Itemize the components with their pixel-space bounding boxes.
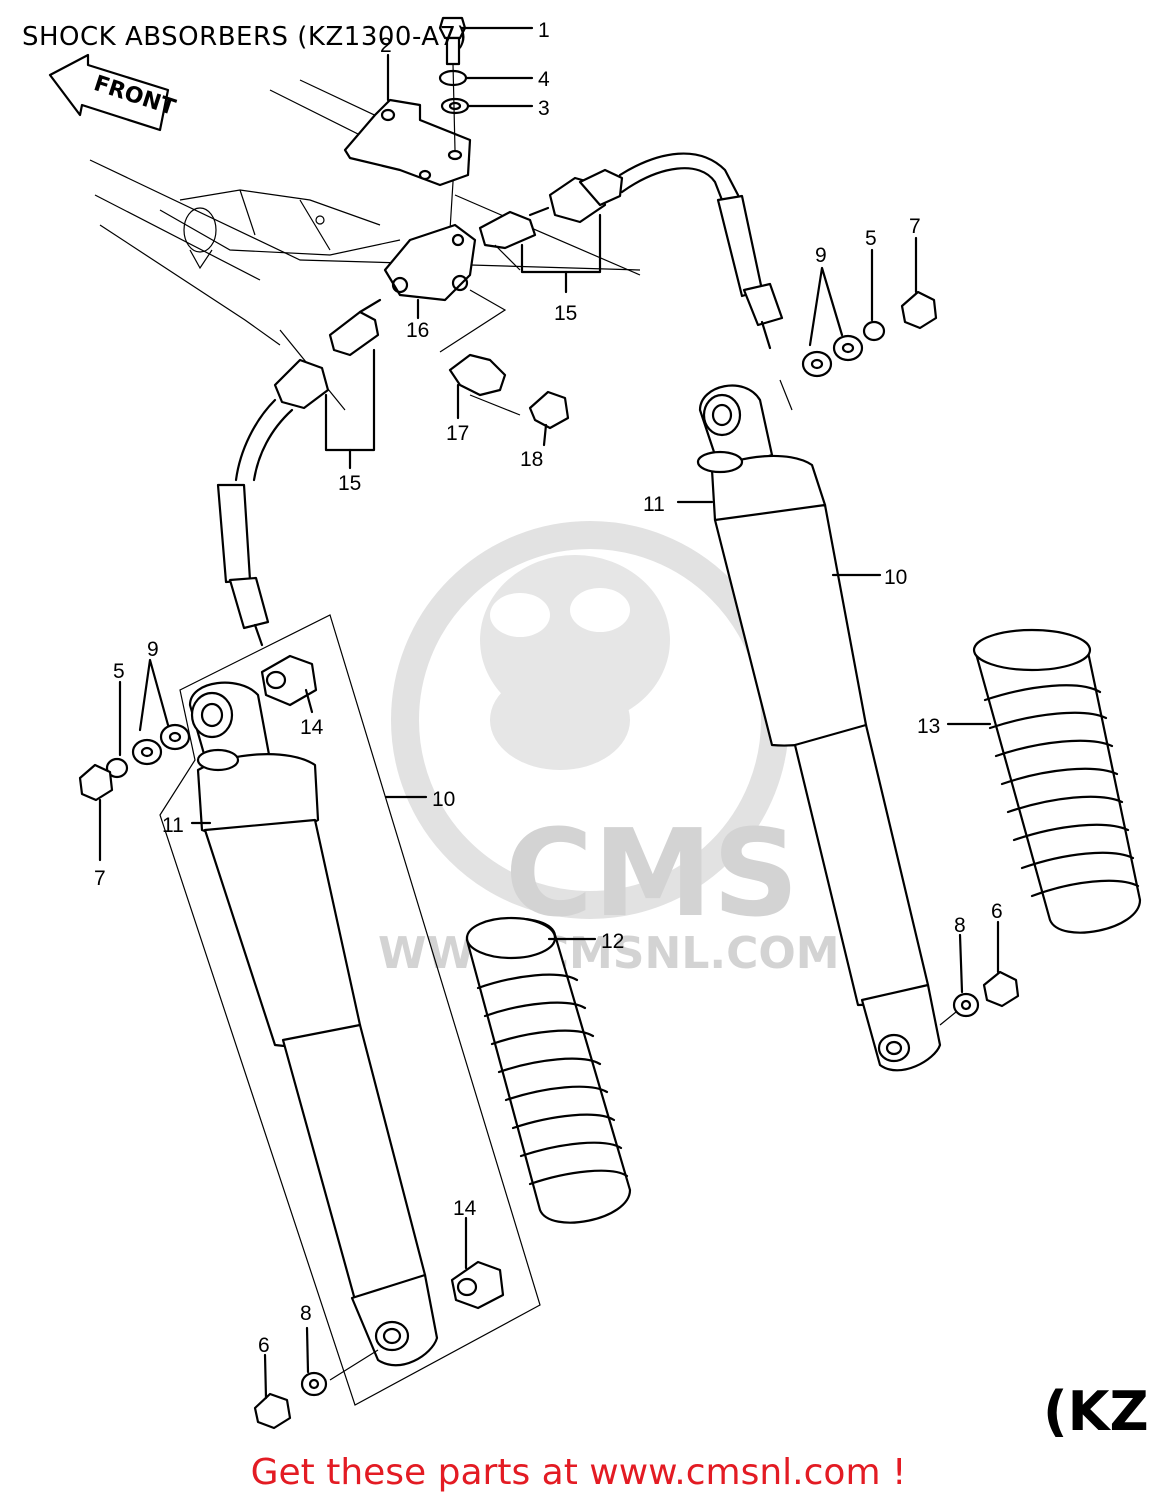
callout-8-left: 8 [300,1302,312,1325]
callout-16: 16 [406,319,429,342]
callout-7-right: 7 [909,215,921,238]
right-shock-absorber [696,290,1020,1072]
callout-5-left: 5 [113,660,125,683]
boot-12 [465,916,632,1224]
callout-labels: 1 2 3 4 5 5 6 6 7 7 8 8 9 9 10 10 11 11 … [94,19,1003,1357]
footer-link[interactable]: Get these parts at www.cmsnl.com ! [250,1452,907,1493]
callout-17: 17 [446,422,469,445]
model-tag: (KZ [1043,1380,1149,1443]
callout-14-top: 14 [300,716,324,739]
callout-13: 13 [917,715,940,738]
callout-10-left: 10 [432,788,455,811]
callout-11-right: 11 [643,493,665,516]
watermark-brand: CMS [505,805,799,944]
callout-6-left: 6 [258,1334,270,1357]
callout-18: 18 [520,448,543,471]
hoses [216,152,784,647]
callout-12: 12 [601,930,624,953]
callout-3: 3 [538,97,550,120]
callout-2: 2 [380,34,392,57]
callout-14-bottom: 14 [453,1197,477,1220]
diagram-title: SHOCK ABSORBERS (KZ1300-A7) [22,22,468,52]
callout-6-right: 6 [991,900,1003,923]
watermark-url: WWW.CMSNL.COM [378,928,840,979]
callout-5-right: 5 [865,227,877,250]
callout-10-right: 10 [884,566,907,589]
callout-1: 1 [538,19,550,42]
callout-9-right: 9 [815,244,827,267]
leader-lines [98,26,1000,1400]
boot-13 [972,628,1142,934]
callout-11-left: 11 [162,814,184,837]
front-arrow: FRONT [48,53,178,132]
callout-8-right: 8 [954,914,966,937]
junction-block-assembly [328,168,624,430]
callout-15-left: 15 [338,472,361,495]
callout-9-left: 9 [147,638,159,661]
left-shock-absorber [78,614,541,1430]
frame-section [89,79,641,411]
callout-15-right: 15 [554,302,577,325]
watermark: CMS WWW.CMSNL.COM [378,521,840,979]
callout-4: 4 [538,68,550,91]
callout-7-left: 7 [94,867,106,890]
